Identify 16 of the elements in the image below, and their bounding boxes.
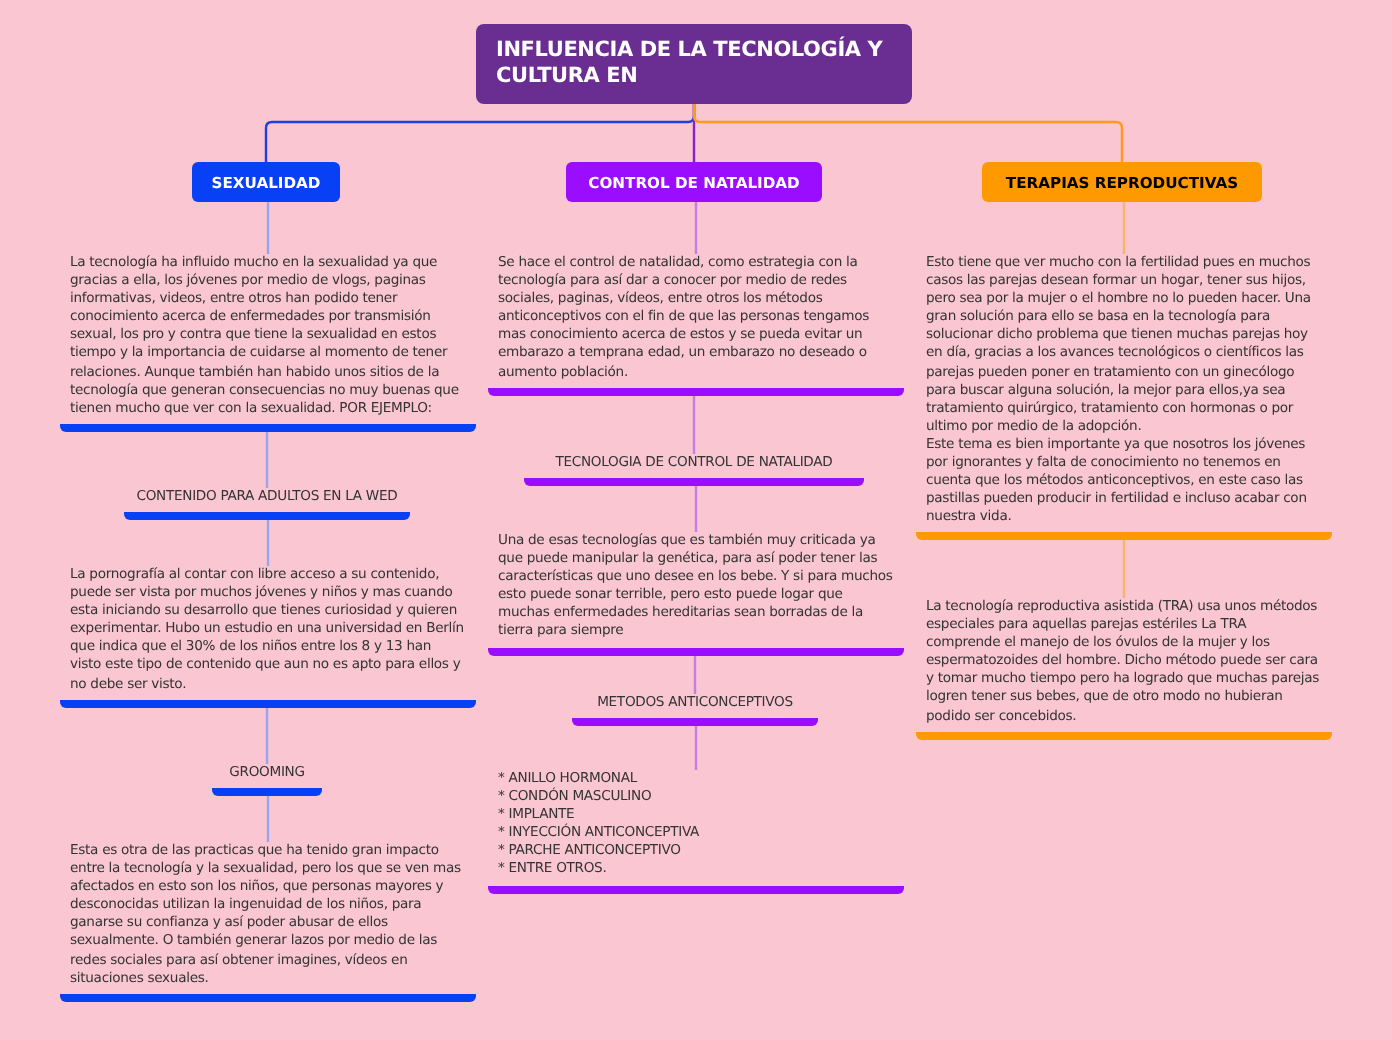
connector-line [266,202,270,254]
connector-line [692,396,696,454]
connector-line [266,520,270,566]
connector-line [1122,540,1126,598]
note-card [488,770,904,894]
connector-line [694,202,698,254]
connector-line [1122,202,1126,254]
connector-line [266,796,270,842]
connector-line [692,104,1124,162]
connector-line [265,432,269,488]
connector-line [694,726,698,770]
note-card [916,254,1332,541]
title-box: INFLUENCIA DE LA TECNOLOGÍA Y CULTURA EN [476,24,912,104]
connector-line [694,486,698,532]
connector-line [265,708,269,764]
connector-line [693,656,697,694]
